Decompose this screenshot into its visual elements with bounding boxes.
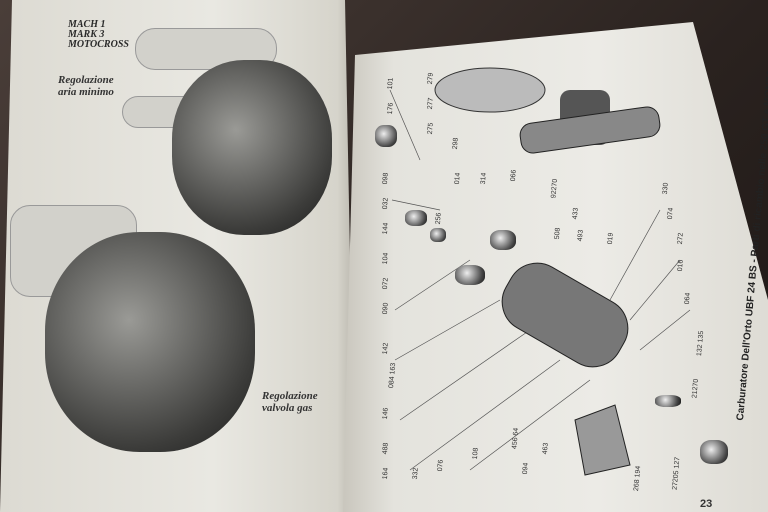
carb-body	[519, 106, 661, 154]
part-number: 019	[606, 232, 615, 245]
part-number: 066	[509, 169, 518, 182]
title-line: MOTOCROSS	[68, 39, 129, 50]
part-number: 433	[571, 207, 580, 220]
caption-line: Regolazione	[58, 74, 114, 86]
title-line: MACH 1	[68, 19, 106, 30]
photo-engine-bottom	[45, 232, 255, 452]
caption-line: Regolazione	[262, 390, 318, 402]
part-number: 330	[661, 182, 670, 195]
part-fitting	[700, 440, 728, 464]
part-number: 488	[381, 442, 390, 455]
part-number: 094	[521, 462, 530, 475]
part-nut	[405, 210, 427, 226]
part-number: 275	[426, 122, 435, 135]
part-number: 463	[541, 442, 550, 455]
part-number: 032	[381, 197, 390, 210]
part-number: 256	[434, 212, 443, 225]
part-number: 104	[381, 252, 390, 265]
caption-idle-air: Regolazione aria minimo	[58, 74, 114, 98]
part-number: 144	[381, 222, 390, 235]
part-number: 016	[676, 259, 685, 272]
part-number: 164	[381, 467, 390, 480]
title-line: MARK 3	[68, 29, 105, 40]
caption-line: valvola gas	[262, 402, 313, 414]
part-number: 272	[676, 232, 685, 245]
part-number: 508	[553, 227, 562, 240]
part-number: 277	[426, 97, 435, 110]
part-number: 072	[381, 277, 390, 290]
part-number: 314	[479, 172, 488, 185]
part-nut	[430, 228, 446, 242]
part-number: 108	[471, 447, 480, 460]
part-number: 298	[451, 137, 460, 150]
part-number: 142	[381, 342, 390, 355]
part-number: 101	[386, 77, 395, 90]
right-page	[343, 22, 768, 512]
photo-engine-top	[172, 60, 332, 235]
part-number: 090	[381, 302, 390, 315]
part-number: 332	[411, 467, 420, 480]
part-number: 074	[666, 207, 675, 220]
carb-body-lower	[501, 262, 629, 368]
part-number: 493	[576, 229, 585, 242]
part-number: 014	[453, 172, 462, 185]
part-clip	[455, 265, 485, 285]
model-title: MACH 1 MARK 3 MOTOCROSS	[68, 20, 129, 50]
part-slide	[490, 230, 516, 250]
part-number: 098	[381, 172, 390, 185]
page-number: 23	[700, 498, 713, 510]
part-number: 076	[436, 459, 445, 472]
part-number: 146	[381, 407, 390, 420]
part-knob	[375, 125, 397, 147]
part-screw	[655, 395, 681, 407]
caption-line: aria minimo	[58, 86, 114, 98]
part-number: 064	[683, 292, 692, 305]
intake-funnel	[574, 404, 631, 476]
caption-throttle: Regolazione valvola gas	[262, 390, 318, 414]
part-number: 279	[426, 72, 435, 85]
part-number: 176	[386, 102, 395, 115]
air-filter	[434, 67, 546, 113]
